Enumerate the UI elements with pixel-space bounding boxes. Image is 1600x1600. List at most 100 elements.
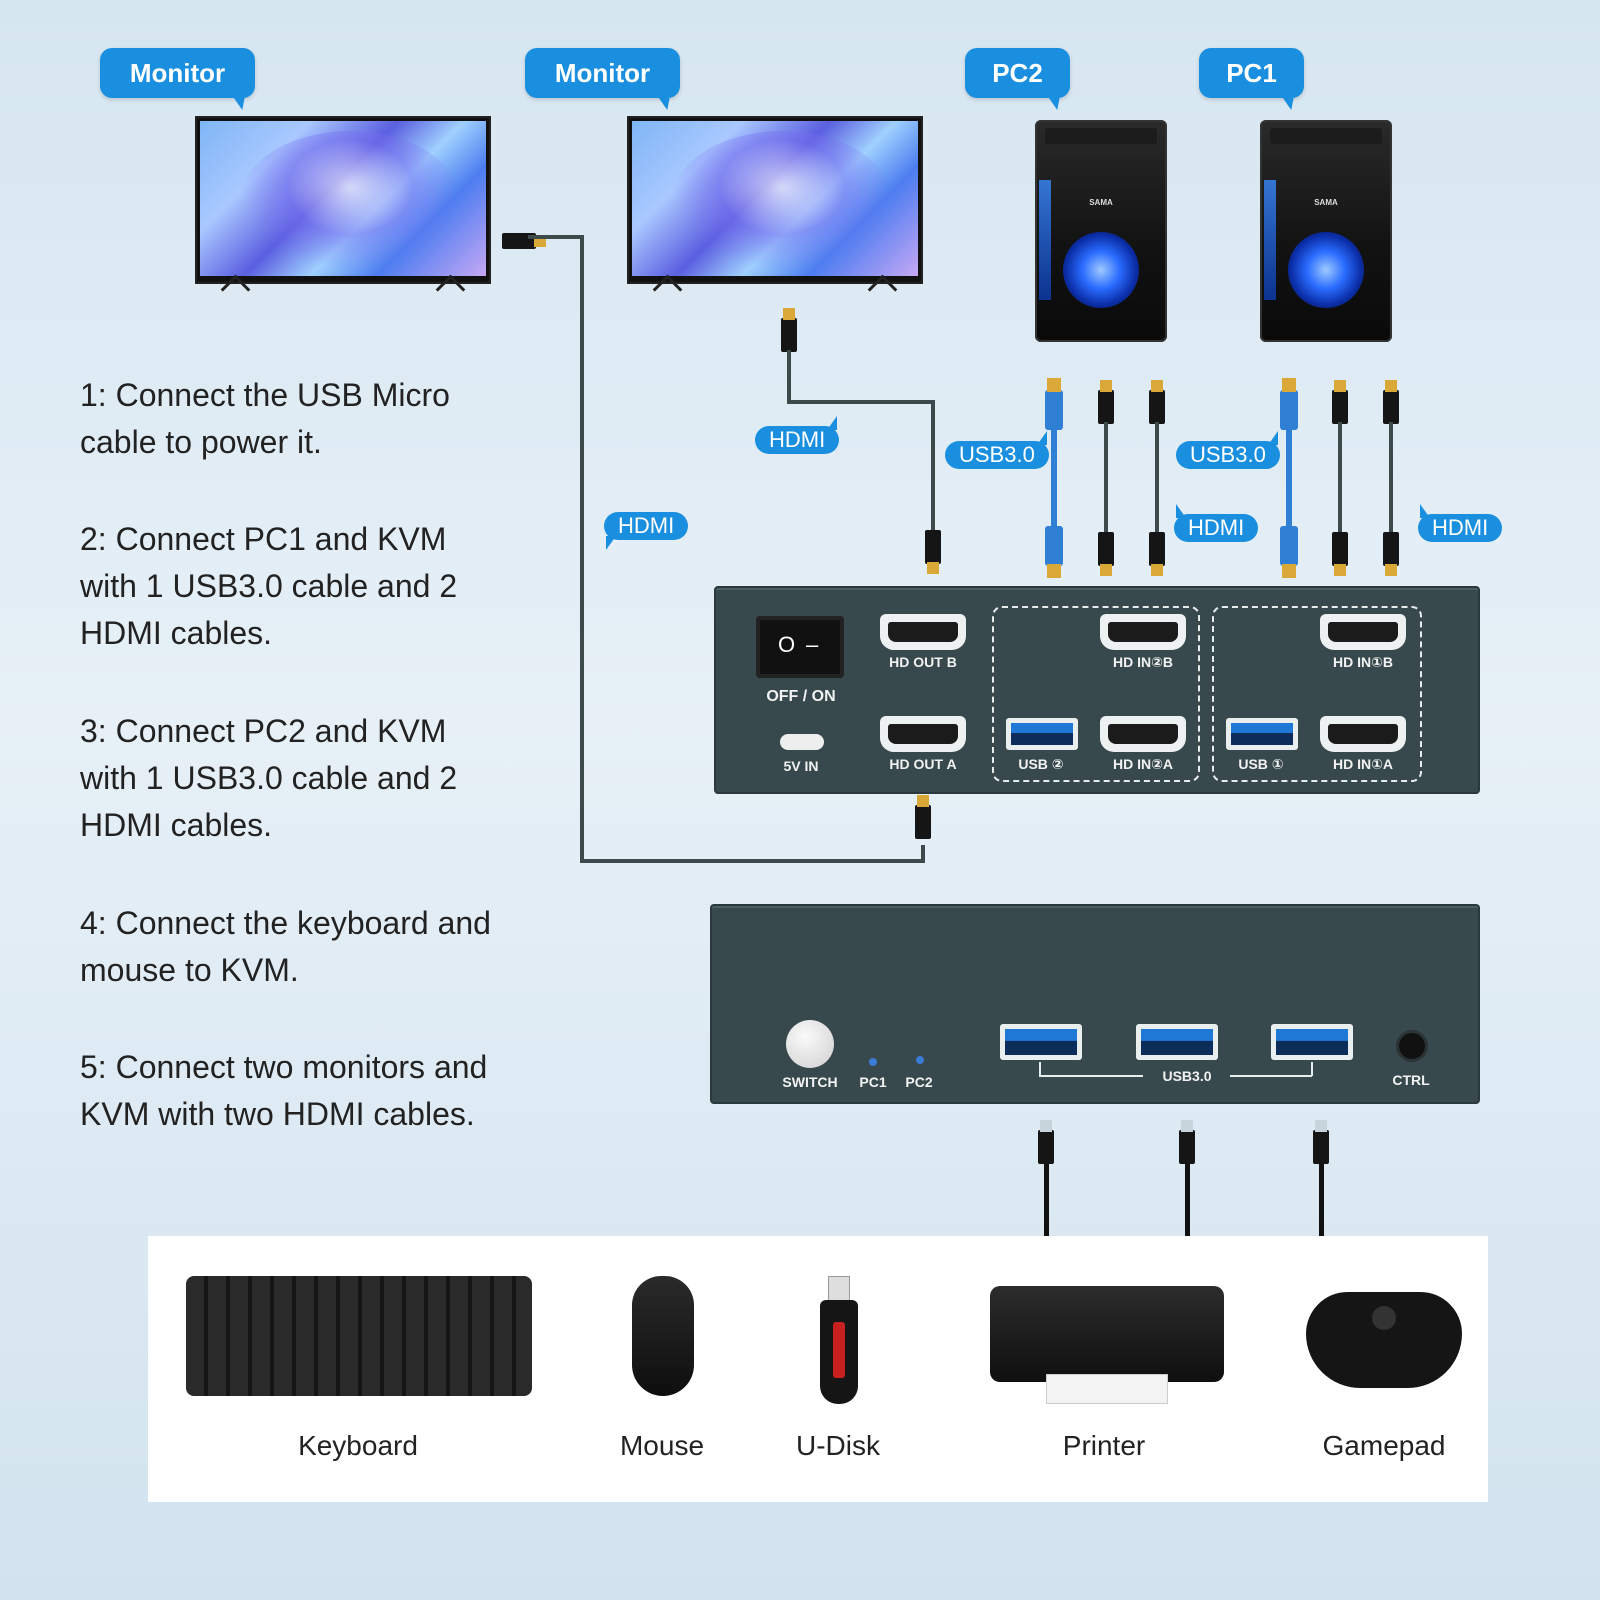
hdmi-cable: [931, 400, 935, 530]
hd-in-2a-label: HD IN②A: [1112, 756, 1174, 772]
usb-plug: [1045, 378, 1063, 430]
printer-label: Printer: [1062, 1430, 1146, 1461]
hdmi-plug: [1149, 532, 1165, 576]
usb-cable: [1286, 428, 1292, 528]
hdmi-cable: [1155, 422, 1159, 534]
hdmi-label-text: HDMI: [1188, 515, 1245, 540]
front-usb-port-1[interactable]: [1000, 1024, 1082, 1060]
instruction-5: 5: Connect two monitors and KVM with two…: [80, 1049, 488, 1132]
usb-a-plug: [1179, 1120, 1195, 1164]
usb-cable: [1185, 1164, 1190, 1236]
hdmi-in-2a-port[interactable]: [1100, 716, 1186, 752]
hdmi-label-text: HDMI: [769, 427, 826, 452]
hdmi-plug: [1383, 380, 1399, 424]
usb-plug: [1280, 526, 1298, 578]
monitor-1-image: [195, 116, 491, 305]
front-usb-port-3[interactable]: [1271, 1024, 1353, 1060]
hdmi-plug: [1098, 380, 1114, 424]
u-disk-label: U-Disk: [796, 1430, 880, 1461]
pc1-tower-image: SAMA: [1260, 120, 1392, 342]
pc-brand: SAMA: [1314, 198, 1338, 207]
off-on-label: OFF / ON: [766, 688, 836, 705]
hdmi-cable: [1338, 422, 1342, 534]
hdmi-in-1a-port[interactable]: [1320, 716, 1406, 752]
pc2-led: [916, 1056, 924, 1064]
hdmi-plug: [1332, 532, 1348, 576]
usb-label-pc2: USB3.0: [945, 431, 1049, 469]
usb-cable: [1044, 1164, 1049, 1236]
instruction-3: 3: Connect PC2 and KVM with 1 USB3.0 cab…: [80, 713, 458, 843]
ctrl-label: CTRL: [1392, 1072, 1430, 1088]
hdmi-label-pc2: HDMI: [1174, 504, 1259, 542]
instruction-2: 2: Connect PC1 and KVM with 1 USB3.0 cab…: [80, 521, 458, 651]
pc2-tag-label: PC2: [992, 58, 1043, 88]
pc2-tower-image: SAMA: [1035, 120, 1167, 342]
printer-image: [990, 1286, 1224, 1404]
hdmi-plug: [1149, 380, 1165, 424]
hdmi-in-2b-port[interactable]: [1100, 614, 1186, 650]
hdmi-label-pc1: HDMI: [1418, 504, 1503, 542]
hdmi-plug: [1383, 532, 1399, 576]
hdmi-plug: [1332, 380, 1348, 424]
pc2-port-group: [992, 606, 1200, 782]
keyboard-image: [186, 1276, 532, 1396]
gamepad-image: [1306, 1292, 1462, 1388]
hdmi-out-b-port[interactable]: [880, 614, 966, 650]
hd-out-b-label: HD OUT B: [889, 654, 957, 670]
switch-label: SWITCH: [782, 1074, 838, 1090]
usb-a-plug: [1313, 1120, 1329, 1164]
hdmi-out-a-port[interactable]: [880, 716, 966, 752]
usb-label-text: USB3.0: [1190, 442, 1266, 467]
switch-on-symbol: –: [806, 632, 819, 657]
kvm-back-panel: O – OFF / ON 5V IN HD OUT B HD OUT A HD …: [714, 586, 1480, 794]
power-in-label: 5V IN: [783, 758, 819, 774]
hdmi-cable: [1104, 422, 1108, 534]
hd-in-2b-label: HD IN②B: [1112, 654, 1174, 670]
hdmi-label-mid: HDMI: [755, 416, 840, 454]
gamepad-label: Gamepad: [1322, 1430, 1446, 1461]
pc1-tag: PC1: [1199, 48, 1304, 110]
hdmi-plug: [1098, 532, 1114, 576]
pc2-tag: PC2: [965, 48, 1070, 110]
hdmi-plug: [915, 795, 931, 839]
kvm-front-panel: SWITCH PC1 PC2 USB3.0 CTRL: [710, 904, 1480, 1104]
monitor-tag-label: Monitor: [554, 58, 651, 88]
usb30-label: USB3.0: [1162, 1068, 1212, 1084]
monitor-tag-2: Monitor: [525, 48, 680, 110]
hdmi-label-left: HDMI: [604, 512, 689, 550]
usb-plug: [1045, 526, 1063, 578]
pc1-led: [869, 1058, 877, 1066]
front-usb-port-2[interactable]: [1136, 1024, 1218, 1060]
u-disk-connector: [828, 1276, 850, 1302]
usb-1-label: USB ①: [1238, 756, 1284, 772]
usb-2-port[interactable]: [1006, 718, 1078, 750]
instruction-1: 1: Connect the USB Micro cable to power …: [80, 377, 450, 460]
hdmi-cable: [528, 235, 583, 239]
mouse-label: Mouse: [619, 1430, 705, 1461]
usb-c-port[interactable]: [780, 734, 824, 750]
pc1-tag-label: PC1: [1226, 58, 1277, 88]
hdmi-plug: [925, 530, 941, 574]
ctrl-port[interactable]: [1396, 1030, 1428, 1062]
hd-in-1a-label: HD IN①A: [1332, 756, 1394, 772]
hdmi-in-1b-port[interactable]: [1320, 614, 1406, 650]
usb-cable: [1319, 1164, 1324, 1236]
usb-1-port[interactable]: [1226, 718, 1298, 750]
pc1-port-group: [1212, 606, 1422, 782]
keyboard-label: Keyboard: [298, 1430, 418, 1461]
hdmi-cable: [787, 350, 791, 402]
hd-out-a-label: HD OUT A: [889, 756, 957, 772]
instruction-4: 4: Connect the keyboard and mouse to KVM…: [80, 905, 491, 988]
hdmi-cable: [580, 235, 584, 863]
monitor-tag-1: Monitor: [100, 48, 255, 110]
u-disk-image: [820, 1300, 858, 1404]
switch-button[interactable]: [786, 1020, 834, 1068]
hdmi-cable: [580, 859, 925, 863]
hdmi-label-text: HDMI: [618, 513, 675, 538]
pc-brand: SAMA: [1089, 198, 1113, 207]
usb-a-plug: [1038, 1120, 1054, 1164]
power-switch[interactable]: O –: [756, 616, 844, 678]
usb-2-label: USB ②: [1018, 756, 1064, 772]
usb-plug: [1280, 378, 1298, 430]
hdmi-label-text: HDMI: [1432, 515, 1489, 540]
